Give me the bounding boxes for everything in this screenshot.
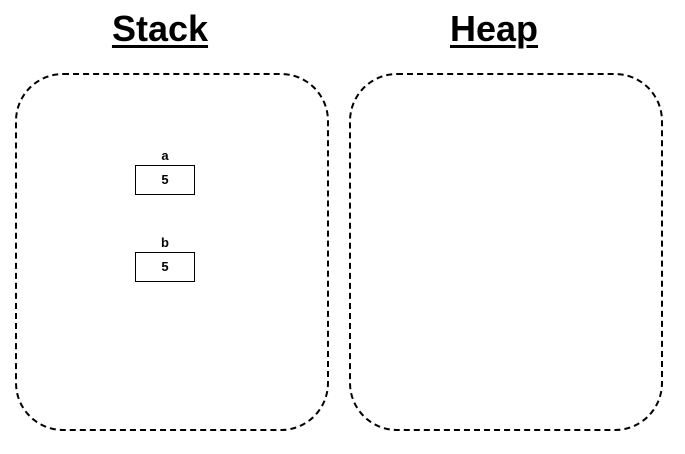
stack-variable-a: a 5: [135, 147, 195, 195]
variable-value-box: 5: [135, 252, 195, 282]
variable-name: b: [161, 235, 169, 250]
heap-title: Heap: [449, 8, 539, 49]
stack-region: a 5 b 5: [15, 73, 329, 431]
heap-region: [349, 73, 663, 431]
variable-name: a: [161, 148, 169, 163]
stack-variable-b: b 5: [135, 234, 195, 282]
stack-title: Stack: [111, 8, 209, 49]
variable-value-box: 5: [135, 165, 195, 195]
